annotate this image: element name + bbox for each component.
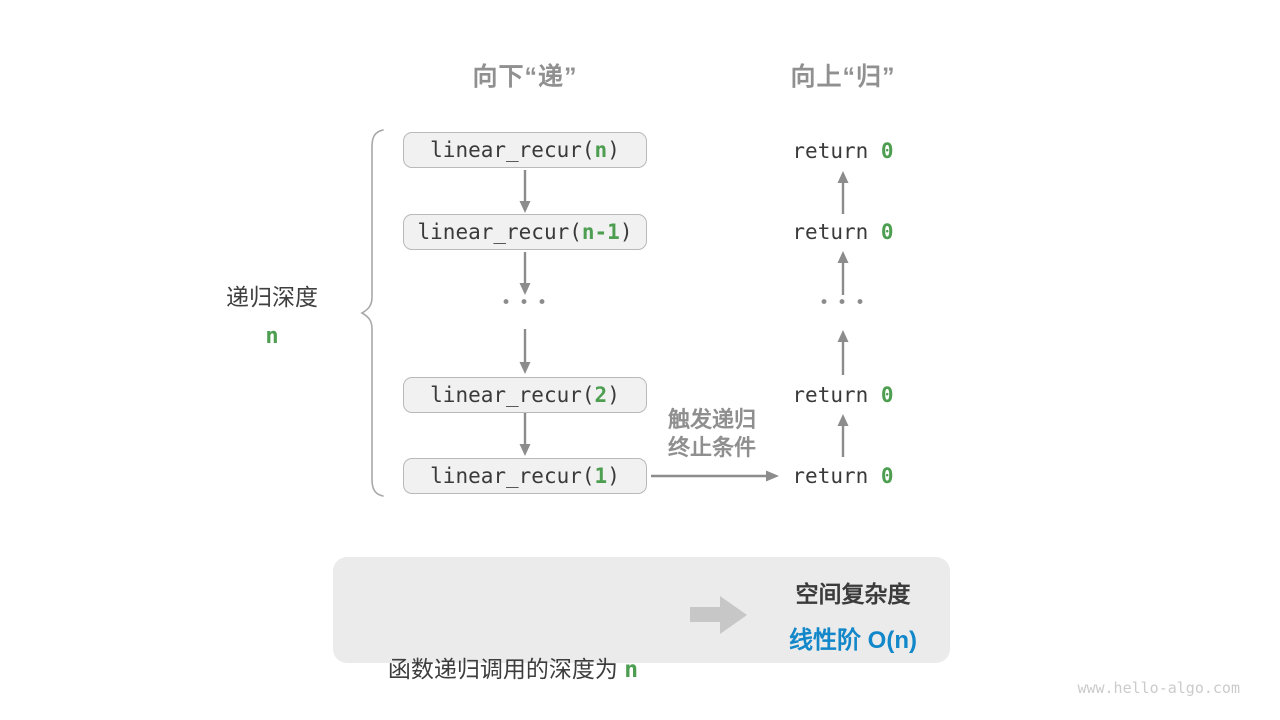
call-frame-n: linear_recur(n) [403, 132, 647, 168]
return-value: 0 [880, 383, 894, 407]
call-text: ) [607, 383, 620, 407]
complexity-value: 线性阶 O(n) [789, 627, 917, 654]
arrow-down-icon [519, 329, 531, 374]
header-upward-return: 向上“归” [790, 63, 896, 91]
call-frame-1: linear_recur(1) [403, 458, 647, 494]
return-keyword: return [792, 139, 881, 163]
return-statement: return 0 [773, 464, 913, 490]
return-statement: return 0 [773, 383, 913, 409]
depth-brace [360, 129, 384, 497]
arrow-up-icon [837, 414, 849, 457]
ellipsis-stack: ••• [500, 293, 556, 313]
summary-depth-text: 函数递归调用的深度为 [387, 656, 625, 682]
ellipsis-returns: ••• [818, 293, 874, 313]
arrow-down-icon [519, 252, 531, 295]
arrow-up-icon [837, 330, 849, 375]
summary-panel: 函数递归调用的深度为 n 共使用 O(n) 的栈帧空间 空间复杂度 线性阶 O(… [333, 557, 953, 683]
call-text: ) [619, 220, 633, 244]
call-frame-2: linear_recur(2) [403, 377, 647, 413]
summary-depth-value: n [624, 657, 639, 683]
call-text: linear_recur( [430, 138, 595, 162]
summary-statement: 函数递归调用的深度为 n 共使用 O(n) 的栈帧空间 [343, 572, 683, 720]
call-text: linear_recur( [430, 464, 595, 488]
site-watermark: www.hello-algo.com [1077, 679, 1240, 697]
trigger-label-line1: 触发递归 [667, 407, 756, 432]
return-keyword: return [792, 383, 881, 407]
summary-line-depth: 函数递归调用的深度为 n [343, 650, 683, 690]
arrow-up-icon [837, 171, 849, 214]
call-frame-n-1: linear_recur(n-1) [403, 214, 647, 250]
trigger-label-line2: 终止条件 [667, 435, 756, 460]
call-text: linear_recur( [430, 383, 595, 407]
call-arg: 2 [594, 383, 608, 407]
return-value: 0 [880, 220, 894, 244]
complexity-title: 空间复杂度 [795, 581, 911, 607]
call-arg: n-1 [581, 220, 620, 244]
call-text: ) [607, 138, 620, 162]
call-text: ) [607, 464, 620, 488]
call-arg: 1 [594, 464, 608, 488]
return-keyword: return [792, 220, 881, 244]
implies-arrowhead-icon [720, 596, 747, 634]
call-arg: n [594, 138, 608, 162]
arrow-down-icon [519, 413, 531, 456]
call-text: linear_recur( [417, 220, 582, 244]
complexity-result: 空间复杂度 线性阶 O(n) [753, 575, 953, 655]
arrow-down-icon [519, 170, 531, 213]
return-value: 0 [880, 464, 894, 488]
arrow-right-icon [651, 470, 779, 482]
return-statement: return 0 [773, 139, 913, 165]
return-statement: return 0 [773, 220, 913, 246]
depth-value: n [265, 324, 279, 349]
implies-arrow-icon [690, 607, 720, 622]
arrow-up-icon [837, 251, 849, 295]
trigger-base-case-label: 触发递归 终止条件 [648, 406, 776, 462]
return-value: 0 [880, 139, 894, 163]
depth-label: 递归深度 n [212, 278, 332, 349]
header-downward-recurse: 向下“递” [472, 63, 578, 91]
return-keyword: return [792, 464, 881, 488]
depth-label-text: 递归深度 [226, 284, 318, 310]
